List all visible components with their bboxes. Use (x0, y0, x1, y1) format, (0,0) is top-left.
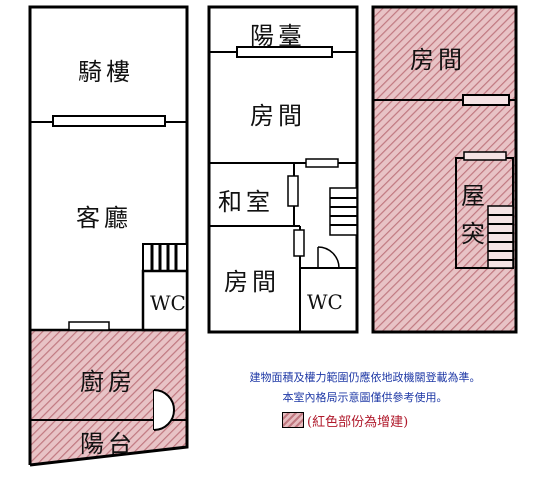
legend: (紅色部份為增建) (282, 410, 408, 430)
room-label-wc: WC (150, 291, 186, 315)
window (52, 115, 166, 127)
stairs-icon (329, 187, 358, 236)
right-floor (371, 5, 518, 334)
door-marker (287, 175, 299, 207)
stairs-icon (142, 243, 188, 272)
door-marker (293, 229, 305, 257)
room-label-rooftop: 屋 (461, 182, 489, 210)
left-floor (28, 5, 189, 467)
middle-floor (207, 5, 359, 334)
rooftop-addition-area (371, 5, 518, 334)
room-label-balcony: 陽台 (80, 430, 136, 458)
room-label-bedroom: 房間 (250, 102, 306, 130)
window (236, 46, 333, 58)
stairs-icon (487, 205, 514, 269)
room-label-living-room: 客廳 (76, 204, 132, 232)
legend-label: (紅色部份為增建) (307, 414, 409, 430)
door-marker (305, 158, 339, 168)
door-swing-icon (153, 389, 175, 431)
legend-swatch (282, 412, 304, 428)
room-label-balcony: 陽臺 (250, 22, 306, 50)
room-label-bedroom: 房間 (224, 268, 280, 296)
disclaimer-line-1: 建物面積及權力範圍仍應依地政機關登載為準。 (249, 371, 481, 384)
disclaimer-line-2: 本室內格局示意圖僅供參考使用。 (282, 391, 448, 404)
room-label-tatami-room: 和室 (218, 188, 274, 216)
door-swing-icon (317, 246, 340, 269)
room-label-arcade: 騎樓 (78, 58, 134, 86)
room-label-kitchen: 廚房 (80, 368, 136, 396)
door-marker (463, 151, 507, 161)
room-label-rooftop: 突 (461, 220, 489, 248)
room-label-bedroom: 房間 (410, 46, 466, 74)
door-marker (68, 321, 110, 331)
window (462, 94, 510, 106)
kitchen-addition-area (30, 330, 187, 465)
room-label-wc: WC (307, 290, 343, 314)
